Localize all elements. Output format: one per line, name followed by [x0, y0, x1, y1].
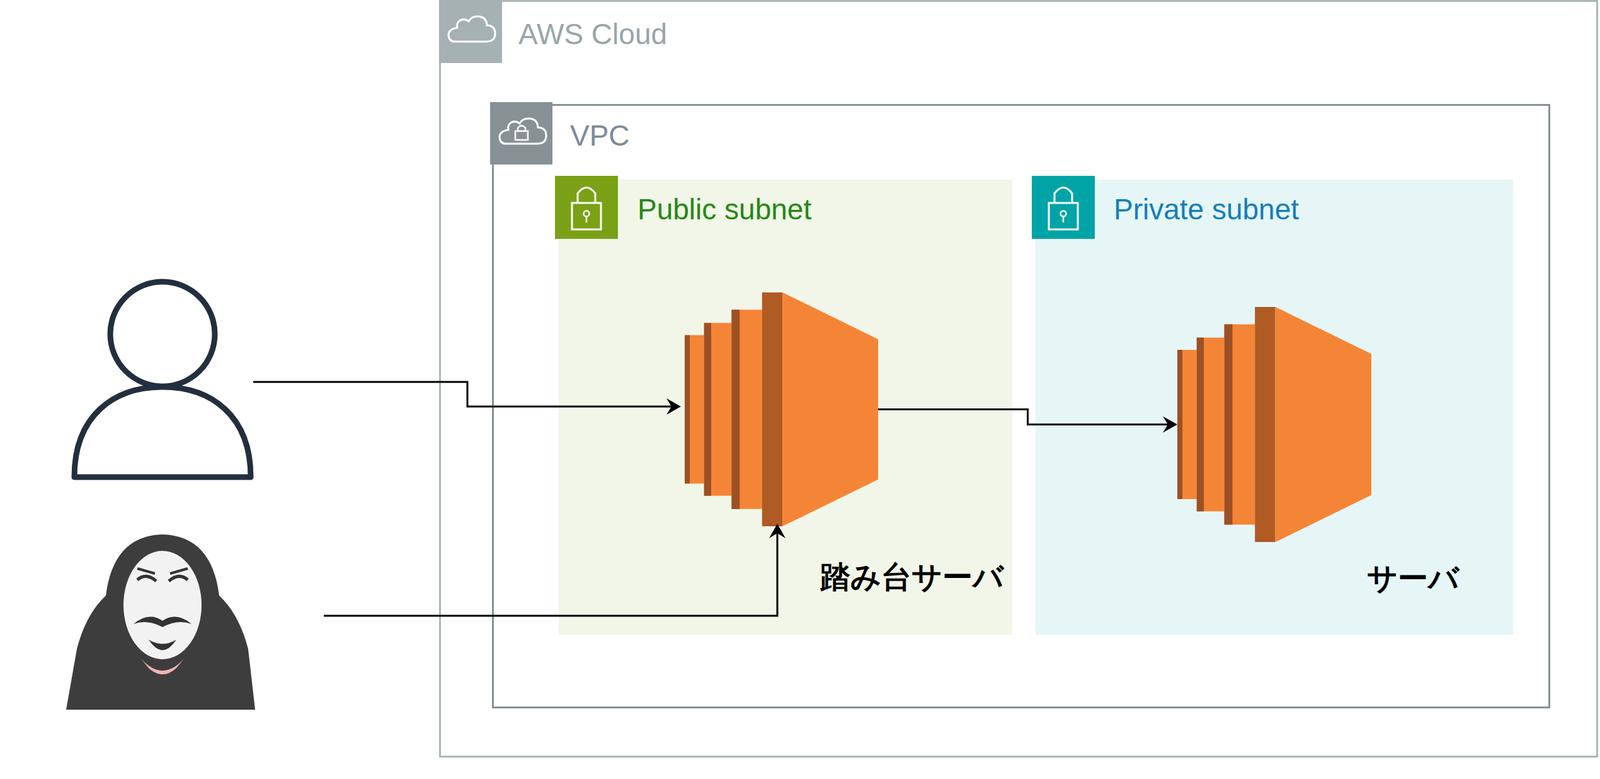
lock-keyhole — [583, 211, 590, 217]
cloud-group: AWS CloudVPC Public subnet 踏み台サーバ Private s… — [439, 0, 1599, 758]
connector — [878, 409, 1178, 433]
arrow-head — [769, 523, 786, 538]
lock-body — [515, 131, 528, 140]
mask-eye — [137, 575, 157, 581]
group-label: Public subnet — [637, 192, 812, 227]
server-label: 踏み台サーバ — [820, 558, 1004, 596]
private-subnet: Private subnet サーバ — [1035, 179, 1514, 635]
access-line — [253, 381, 673, 407]
ec2-instance-icon — [1177, 306, 1372, 542]
lock-keyhole — [1060, 211, 1067, 217]
mask-chin — [137, 653, 188, 675]
group-icon — [439, 0, 503, 63]
arrow-head — [1162, 416, 1178, 433]
hacker-mask — [123, 550, 202, 659]
ec2-bastion: 踏み台サーバ — [684, 292, 879, 526]
lock-shackle — [577, 187, 596, 204]
lock-keyhole — [1062, 216, 1065, 223]
lock-body — [1048, 202, 1078, 230]
group-label: AWS Cloud — [518, 17, 668, 52]
user-body — [74, 386, 251, 477]
attack-line — [323, 532, 778, 616]
lock-body — [571, 202, 601, 230]
server-label: サーバ — [1366, 560, 1459, 597]
cloud-lock-icon — [499, 118, 547, 144]
ec2-server: サーバ — [1177, 306, 1372, 542]
lock-keyhole — [585, 216, 588, 223]
lock-shackle — [517, 125, 526, 132]
group-icon — [490, 102, 553, 165]
group-label: Private subnet — [1113, 192, 1299, 227]
hacker-hood — [66, 534, 256, 710]
ec2-instance-icon — [684, 292, 879, 526]
group-label: VPC — [570, 118, 630, 154]
lock-shackle — [1054, 187, 1073, 204]
connector-line — [878, 409, 1170, 425]
user-head — [110, 281, 215, 387]
mask-eye — [168, 575, 188, 581]
cloud-icon — [448, 16, 496, 42]
group-icon — [554, 175, 618, 239]
mask-beard — [148, 639, 177, 651]
mask-brow — [137, 568, 188, 574]
mask-mustache — [133, 616, 192, 627]
arrow-head — [666, 398, 681, 415]
group-icon — [1031, 175, 1095, 239]
